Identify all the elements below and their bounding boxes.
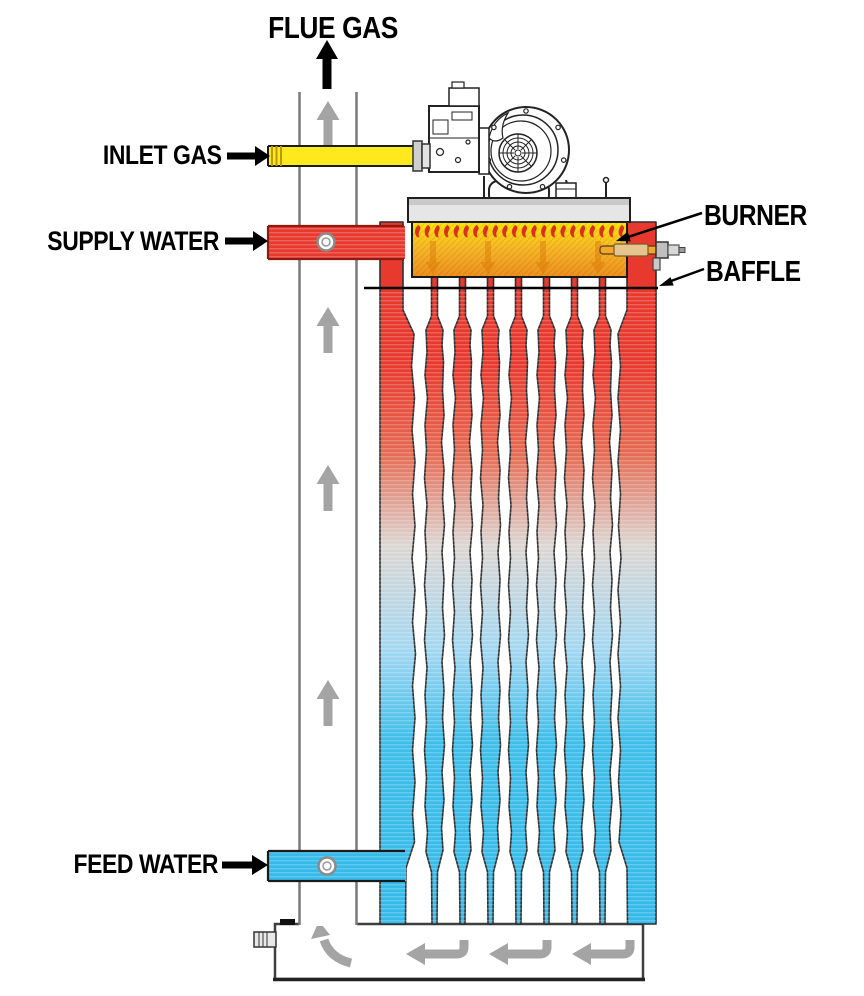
flue-gas-up-arrow-icon	[316, 40, 338, 89]
baffle-leader-arrow	[659, 267, 705, 286]
inlet-gas-pipe	[267, 140, 431, 172]
feed-water-arrow-icon	[222, 855, 268, 875]
label-arrows	[222, 40, 705, 875]
inlet-gas-arrow-icon	[227, 146, 270, 166]
supply-water-label: SUPPLY WATER	[47, 226, 219, 256]
burner-down-arrow-icons	[425, 241, 606, 274]
flue-gas-left-arrow-icon	[489, 940, 552, 965]
fan-grille-icon	[498, 133, 538, 173]
burner-leader-arrow	[616, 211, 703, 242]
flue-gas-left-arrow-icon	[406, 940, 469, 965]
feed-water-pipe	[266, 849, 406, 883]
flame-row-icon	[413, 224, 626, 239]
gas-valve	[428, 81, 490, 175]
flue-pipe	[298, 92, 358, 926]
drain-stub	[253, 931, 277, 948]
igniter-probe	[599, 241, 686, 271]
chamber-tab	[280, 919, 295, 925]
supply-water-pipe	[266, 224, 405, 261]
blower-foot	[555, 182, 577, 199]
shading-texture	[378, 290, 656, 924]
bottom-flue-chamber	[253, 919, 645, 982]
flue-gas-label: FLUE GAS	[268, 10, 398, 45]
blower-fan	[482, 106, 577, 205]
top-plate	[407, 176, 631, 223]
feed-water-label: FEED WATER	[73, 849, 219, 879]
burner-label: BURNER	[704, 200, 807, 232]
inlet-gas-label: INLET GAS	[103, 140, 222, 170]
flue-gas-left-arrow-icon	[572, 940, 635, 965]
heat-exchanger	[364, 221, 658, 925]
baffle-label: BAFFLE	[706, 256, 801, 288]
supply-water-arrow-icon	[225, 231, 268, 251]
blower-assembly	[428, 81, 577, 205]
flue-gas-turn-up-arrow-icon	[311, 921, 353, 968]
